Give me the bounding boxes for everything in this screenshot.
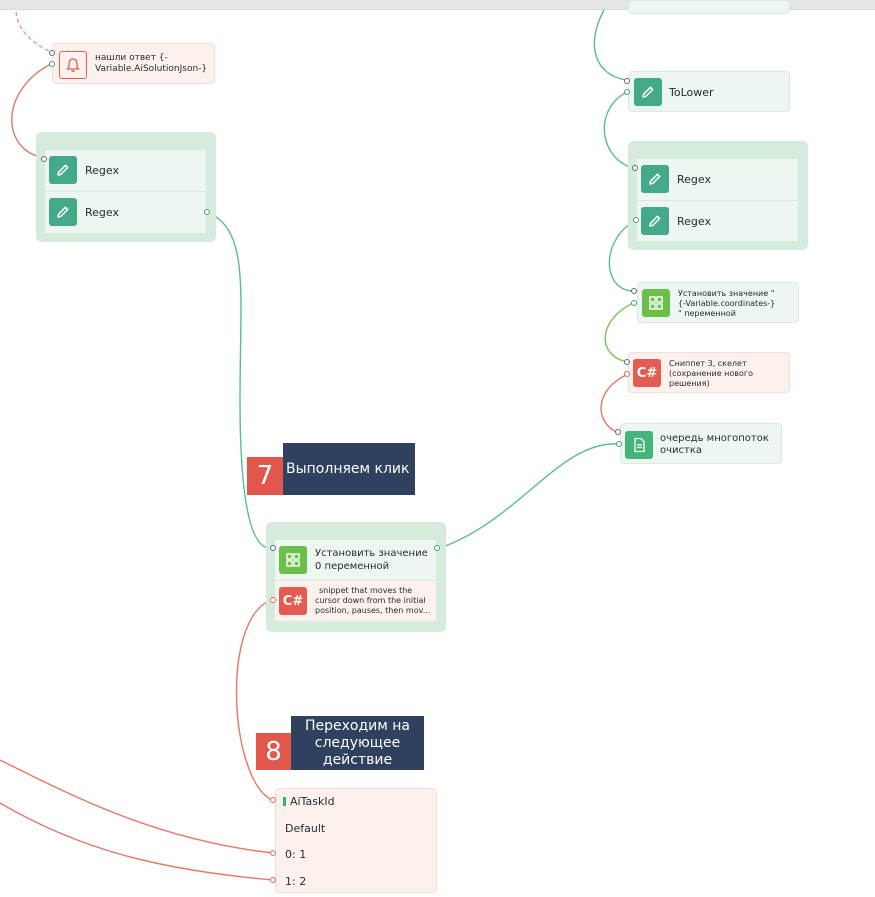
wire-tolower-to-regex bbox=[603, 91, 635, 169]
grid-icon bbox=[279, 546, 307, 574]
set-value-zero-item[interactable]: Установить значение 0 переменной bbox=[275, 540, 436, 580]
wire-snippet-to-queue bbox=[600, 373, 629, 433]
step-badge-7: Выполняем клик bbox=[283, 443, 415, 495]
snippet-skeleton-line1: Сниппет 3, скелет bbox=[669, 359, 747, 368]
regex-right-item-2[interactable]: Regex bbox=[637, 201, 798, 241]
regex-left-label-2: Regex bbox=[85, 206, 119, 219]
regex-right-output-port[interactable] bbox=[633, 217, 639, 223]
divider bbox=[275, 580, 436, 581]
switch-case-0-port[interactable] bbox=[270, 850, 276, 856]
switch-ai-task-node[interactable]: AiTaskId Default 0: 1 1: 2 bbox=[275, 788, 437, 893]
snippet-skeleton-input-port[interactable] bbox=[624, 359, 630, 365]
step-number-8: 8 bbox=[256, 733, 291, 770]
to-lower-input-port[interactable] bbox=[624, 78, 630, 84]
queue-clear-input-port[interactable] bbox=[615, 429, 621, 435]
set-coordinates-output-port[interactable] bbox=[631, 300, 637, 306]
divider bbox=[45, 191, 206, 192]
queue-clear-line1: очередь многопоток bbox=[660, 433, 769, 444]
set-coordinates-line3: " переменной bbox=[678, 309, 736, 318]
set-value-input-port[interactable] bbox=[270, 545, 276, 551]
regex-left-output-port[interactable] bbox=[204, 209, 210, 215]
pencil-icon bbox=[634, 78, 662, 106]
found-answer-line2: Variable.AiSolutionJson-} bbox=[95, 64, 208, 74]
regex-right-item-1[interactable]: Regex bbox=[637, 159, 798, 200]
step-badge-8-line1: Переходим на bbox=[304, 717, 410, 734]
wire-regex-to-setvalue bbox=[206, 211, 271, 549]
regex-left-input-port[interactable] bbox=[41, 156, 47, 162]
switch-title: AiTaskId bbox=[283, 795, 335, 808]
switch-title-text: AiTaskId bbox=[290, 795, 335, 808]
snippet-cursor-line1: snippet that moves the bbox=[319, 586, 413, 595]
queue-clear-output-port[interactable] bbox=[616, 441, 622, 447]
snippet-skeleton-line2: (сохранение нового bbox=[669, 369, 754, 378]
pencil-icon bbox=[641, 207, 669, 235]
snippet-skeleton-node[interactable]: C# Сниппет 3, скелет (сохранение нового … bbox=[628, 352, 790, 393]
found-answer-node[interactable]: нашли ответ {- Variable.AiSolutionJson-} bbox=[52, 43, 215, 84]
wire-queue-to-setvalue bbox=[439, 443, 620, 549]
step-badge-8-line3: действие bbox=[322, 751, 393, 768]
found-answer-output-port[interactable] bbox=[49, 61, 55, 67]
wire-top-to-tolower bbox=[593, 9, 627, 81]
step-badge-8-line2: следующее bbox=[314, 734, 401, 751]
divider bbox=[637, 200, 798, 201]
set-coordinates-node[interactable]: Установить значение " {-Variable.coordin… bbox=[637, 282, 799, 323]
queue-clear-node[interactable]: очередь многопоток очистка bbox=[620, 423, 782, 464]
regex-right-label-2: Regex bbox=[677, 215, 711, 228]
wire-incoming-dashed bbox=[15, 11, 53, 53]
set-value-zero-line2: 0 переменной bbox=[315, 561, 390, 572]
regex-left-item-2[interactable]: Regex bbox=[45, 192, 206, 233]
flag-icon bbox=[283, 797, 286, 806]
wire-snippet-to-switch bbox=[235, 599, 273, 801]
set-value-zero-line1: Установить значение bbox=[315, 548, 428, 559]
switch-case-0[interactable]: 0: 1 bbox=[285, 848, 307, 861]
set-coordinates-line1: Установить значение " bbox=[678, 289, 775, 298]
regex-left-item-1[interactable]: Regex bbox=[45, 150, 206, 191]
regex-right-input-port[interactable] bbox=[632, 165, 638, 171]
regex-left-label-1: Regex bbox=[85, 164, 119, 177]
snippet-skeleton-line3: решения) bbox=[669, 379, 710, 388]
set-coordinates-line2: {-Variable.coordinates-} bbox=[678, 299, 776, 308]
switch-default[interactable]: Default bbox=[285, 822, 326, 835]
regex-group-right: Regex Regex bbox=[628, 141, 808, 250]
found-answer-input-port[interactable] bbox=[49, 50, 55, 56]
top-bar bbox=[0, 0, 875, 10]
snippet-cursor-line2: cursor down from the initial bbox=[315, 596, 426, 605]
regex-right-label-1: Regex bbox=[677, 173, 711, 186]
to-lower-output-port[interactable] bbox=[624, 89, 630, 95]
wire-regex-to-setcoords bbox=[608, 219, 637, 292]
snippet-cursor-item[interactable]: C# snippet that moves the cursor down fr… bbox=[275, 581, 436, 621]
grid-icon bbox=[642, 289, 670, 317]
switch-input-port[interactable] bbox=[270, 797, 276, 803]
wire-found-to-regex bbox=[11, 63, 52, 159]
queue-clear-line2: очистка bbox=[660, 445, 703, 456]
set-value-group: Установить значение 0 переменной C# snip… bbox=[266, 522, 446, 632]
csharp-icon: C# bbox=[279, 587, 307, 615]
found-answer-line1: нашли ответ {- bbox=[95, 53, 168, 63]
top-partial-node[interactable] bbox=[628, 0, 790, 14]
wire-left-to-case1 bbox=[0, 802, 274, 881]
pencil-icon bbox=[49, 198, 77, 226]
wire-setcoords-to-snippet bbox=[604, 302, 634, 363]
pencil-icon bbox=[49, 156, 77, 184]
set-value-output-port[interactable] bbox=[434, 545, 440, 551]
document-icon bbox=[625, 431, 653, 459]
to-lower-label: ToLower bbox=[669, 86, 714, 99]
step-number-7: 7 bbox=[247, 457, 283, 495]
snippet-cursor-output-port[interactable] bbox=[270, 597, 276, 603]
bell-icon bbox=[59, 51, 87, 79]
wire-left-to-case0 bbox=[0, 759, 274, 854]
snippet-cursor-line3: position, pauses, then mov... bbox=[315, 606, 431, 615]
pencil-icon bbox=[641, 165, 669, 193]
csharp-icon: C# bbox=[633, 359, 661, 387]
switch-case-1[interactable]: 1: 2 bbox=[285, 875, 307, 888]
snippet-skeleton-output-port[interactable] bbox=[624, 371, 630, 377]
switch-case-1-port[interactable] bbox=[270, 877, 276, 883]
set-coordinates-input-port[interactable] bbox=[631, 288, 637, 294]
to-lower-node[interactable]: ToLower bbox=[628, 71, 790, 112]
regex-group-left: Regex Regex bbox=[36, 132, 216, 242]
step-badge-8: Переходим на следующее действие bbox=[291, 716, 424, 770]
